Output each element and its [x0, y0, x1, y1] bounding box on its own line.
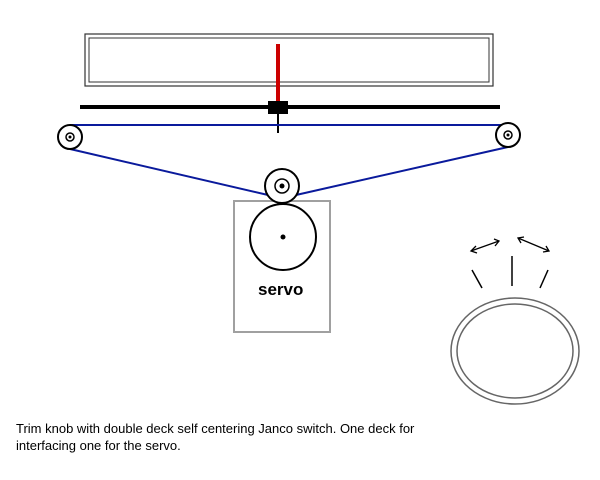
servo-wheel — [249, 203, 317, 271]
control-cable — [69, 124, 509, 196]
trim-knob — [450, 297, 580, 405]
diagram-caption: Trim knob with double deck self centerin… — [16, 420, 586, 454]
cable-clamp — [268, 101, 288, 133]
knob-tick-marks — [471, 256, 549, 289]
caption-line-2: interfacing one for the servo. — [16, 438, 181, 453]
servo-pulley — [264, 168, 300, 204]
top-panel — [84, 33, 494, 87]
double-arrow-icon — [469, 238, 501, 254]
left-pulley — [57, 124, 83, 150]
caption-line-1: Trim knob with double deck self centerin… — [16, 421, 415, 436]
servo-label: servo — [258, 280, 303, 299]
double-arrow-icon — [516, 236, 551, 253]
right-pulley — [495, 122, 521, 148]
